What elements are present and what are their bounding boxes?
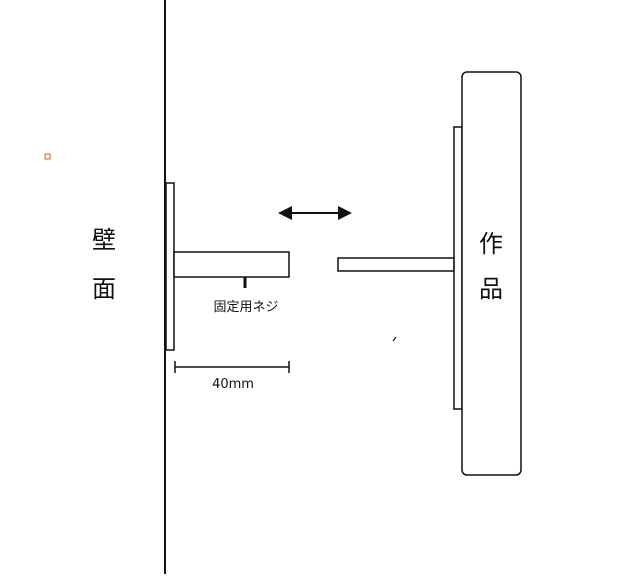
stray-mark <box>392 336 397 342</box>
wall-label-2: 面 <box>92 275 116 303</box>
dimension-label: 40mm <box>212 377 254 392</box>
double-arrow-icon <box>278 206 352 220</box>
artwork-label-2: 品 <box>479 275 503 303</box>
artwork-label-1: 作 <box>479 230 503 258</box>
artwork-frame <box>461 71 522 476</box>
dimension-marker <box>174 361 290 373</box>
screw-label: 固定用ネジ <box>213 300 278 315</box>
bracket-arm <box>173 251 290 278</box>
artwork-back-plate <box>453 126 463 410</box>
wall-label-1: 壁 <box>92 226 116 254</box>
artwork-arm <box>337 257 455 272</box>
marker-dot <box>44 153 51 160</box>
wall-plate <box>165 182 175 351</box>
